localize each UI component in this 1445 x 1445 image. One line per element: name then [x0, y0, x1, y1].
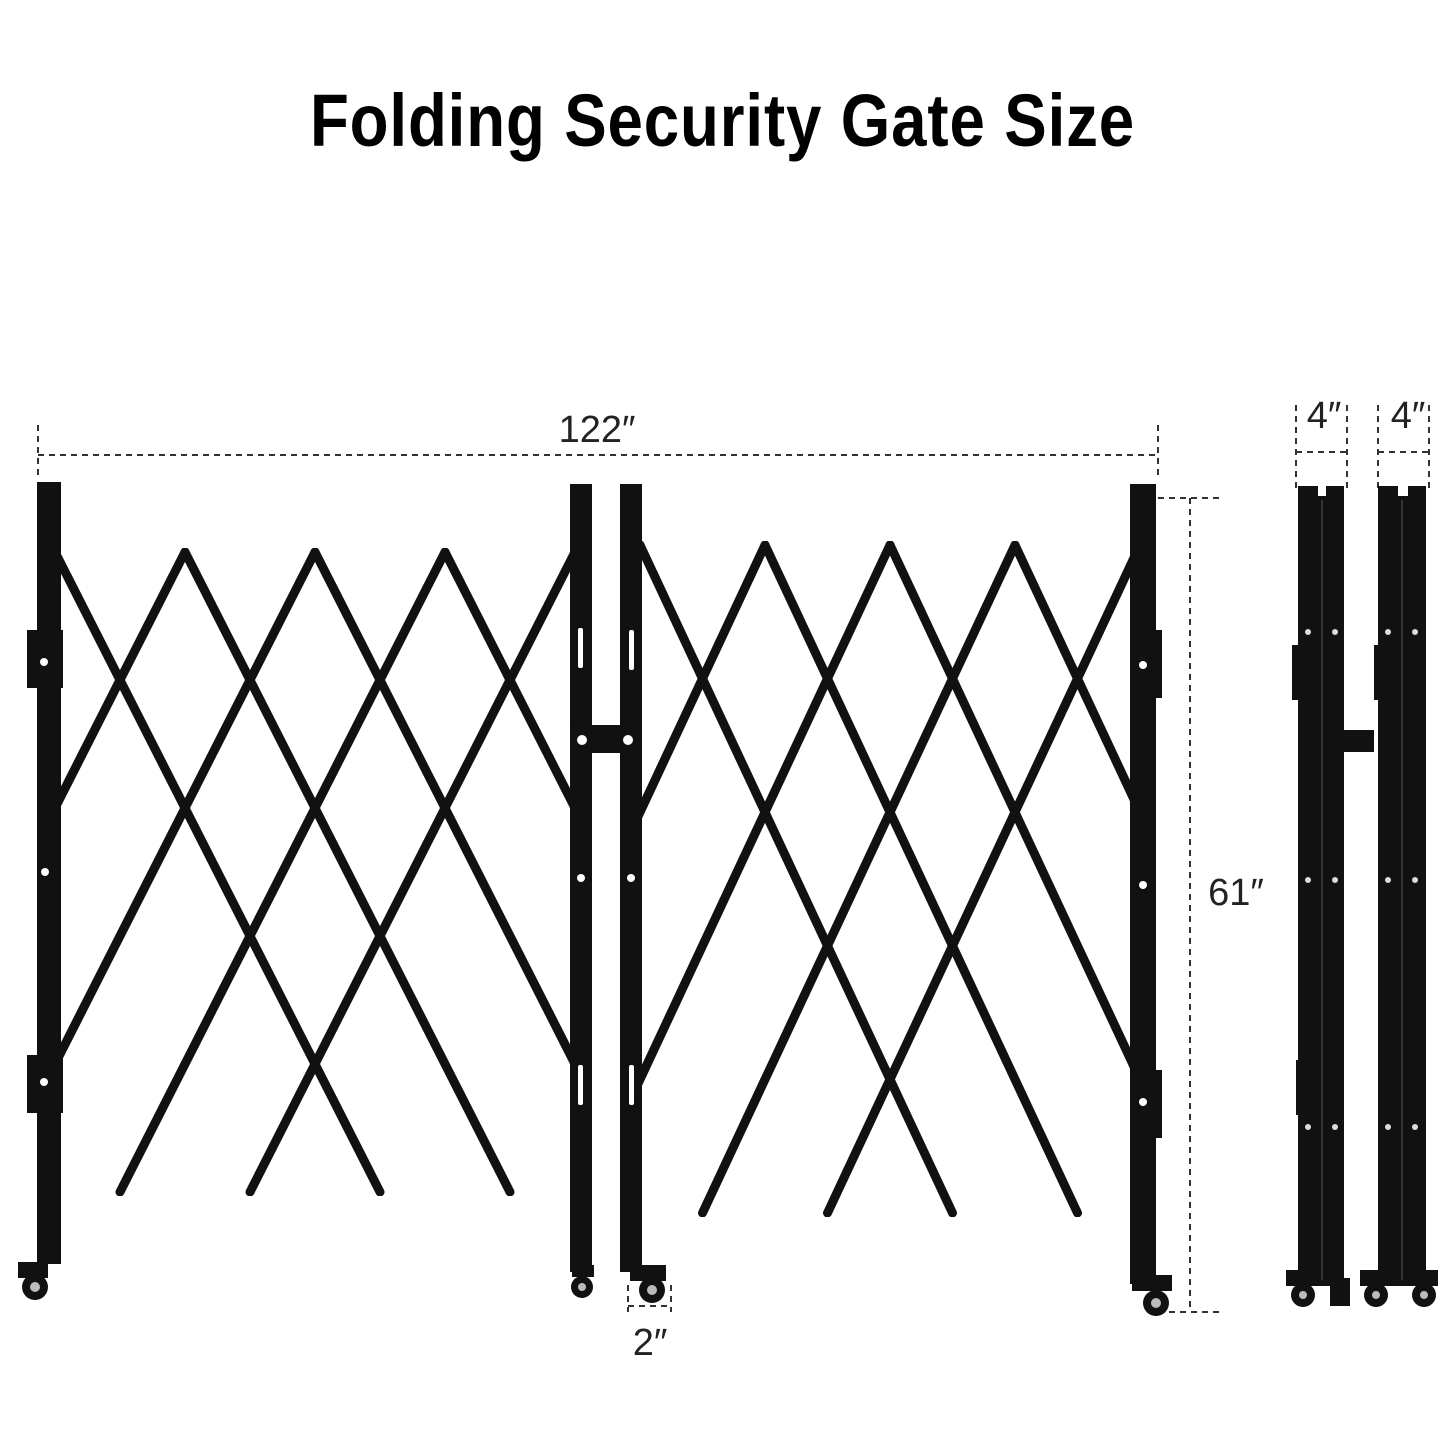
lattice-bar [636, 541, 895, 1099]
lattice-bar [440, 548, 579, 826]
post-slots [40, 628, 1147, 1106]
lattice-bar [823, 541, 1144, 1217]
lattice-bar [180, 548, 515, 1196]
lattice-bar [698, 541, 1020, 1217]
right-outer-caster [1132, 1275, 1172, 1316]
left-outer-caster [18, 1262, 48, 1300]
left-inner-caster [571, 1265, 594, 1298]
right-inner-caster [630, 1265, 666, 1303]
lattice-bar [760, 541, 1082, 1217]
folded-left-label: 4″ [1307, 395, 1342, 437]
lattice-bar [51, 548, 320, 1082]
lattice-bar [115, 548, 450, 1196]
left-gate-lattice [51, 548, 579, 1196]
folded-right-label: 4″ [1391, 395, 1426, 437]
left-gate-outer-post [37, 482, 61, 1264]
caster-wheels [18, 1262, 1172, 1316]
lattice-bar [636, 541, 770, 832]
lattice-bar [245, 548, 579, 1196]
lattice-bar [51, 548, 385, 1196]
folded-gate-left [1286, 486, 1374, 1307]
lattice-bar [885, 541, 1144, 1099]
page-title: Folding Security Gate Size [309, 79, 1136, 162]
dimension-lines [37, 405, 1430, 1313]
lattice-bar [1010, 541, 1144, 832]
lattice-bar [310, 548, 579, 1082]
width-label: 122″ [559, 409, 636, 451]
wheel-gap-label: 2″ [633, 1322, 668, 1364]
folded-gate-right [1360, 486, 1438, 1307]
height-label: 61″ [1208, 872, 1264, 914]
lattice-bar [636, 541, 957, 1217]
right-gate-lattice [636, 541, 1144, 1217]
center-latch [572, 725, 638, 753]
lattice-bar [51, 548, 190, 826]
